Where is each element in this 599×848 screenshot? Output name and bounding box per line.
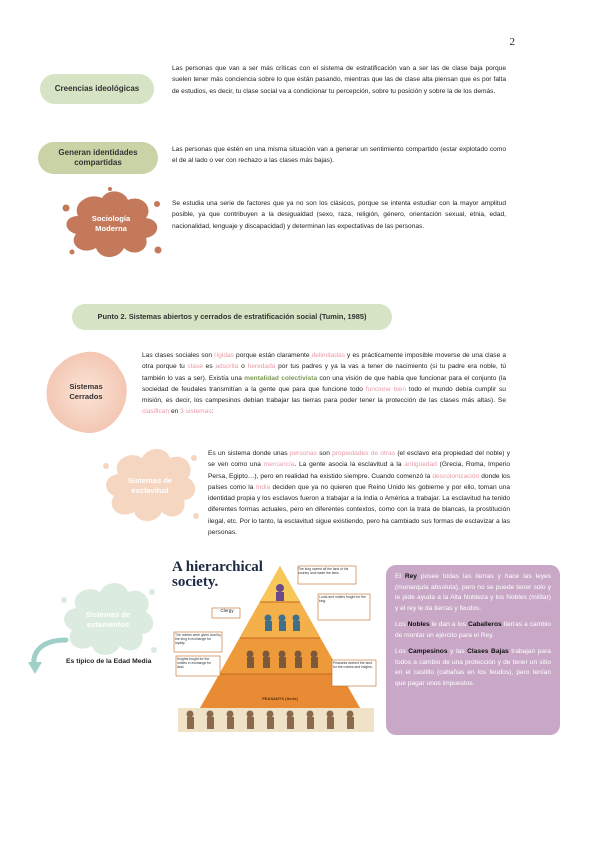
creencias-label: Creencias ideológicas (40, 74, 154, 104)
cerrados-text: Las clases sociales son rígidas porque e… (142, 352, 507, 416)
peasants-note: Peasants worked the land for the nobles … (333, 661, 373, 669)
esclavitud-text: Es un sistema donde unas personas son pr… (208, 450, 511, 537)
identidades-label: Generan identidades compartidas (38, 142, 158, 174)
sidebox-p2: Los Nobles le dan a los Caballeros tierr… (395, 621, 551, 639)
curved-arrow-icon (28, 637, 69, 674)
sidebox-p1: El Rey posee todas las tierras y hace la… (395, 573, 551, 612)
sociologia-splash: Sociología Moderna (58, 186, 164, 262)
sidebox-p3: Los Campesinos y las Clases Bajas trabaj… (395, 648, 551, 687)
estamentos-caption: Es típico de la Edad Media (66, 658, 152, 665)
king-note: The king owned all the land of his count… (298, 567, 349, 575)
nobles-note: The nobles were given land by the king i… (175, 633, 221, 645)
pyramid-drawing (170, 558, 380, 736)
splash-shape (103, 449, 199, 521)
sociologia-text: Se estudia una serie de factores que ya … (172, 200, 506, 230)
pyramid-illustration: A hierarchical society. Clergy The king … (170, 558, 380, 736)
splash-shape (61, 583, 157, 655)
pyramid-title: A hierarchical society. (172, 559, 263, 590)
estamentos-splash: Sistemas de estamentos (58, 578, 158, 662)
identidades-text: Las personas que estén en una misma situ… (172, 146, 506, 165)
creencias-text: Las personas que van a ser más críticas … (172, 65, 506, 95)
barons-note: Lords and nobles fought for the king. (319, 595, 366, 603)
splash-shape (62, 187, 162, 257)
clergy-label: Clergy (220, 608, 234, 613)
page-number: 2 (509, 36, 516, 48)
estamentos-sidebox: El Rey posee todas las tierras y hace la… (386, 565, 560, 735)
esclavitud-splash: Sistemas de esclavitud (100, 444, 200, 528)
cerrados-splash: Sistemas Cerrados (40, 346, 132, 438)
punto2-title: Punto 2. Sistemas abiertos y cerrados de… (72, 304, 392, 330)
peasants-label: PEASANTS (Serfs) (262, 696, 298, 701)
knights-note: Knights fought for the nobles in exchang… (177, 657, 212, 669)
splash-shape (46, 351, 127, 434)
